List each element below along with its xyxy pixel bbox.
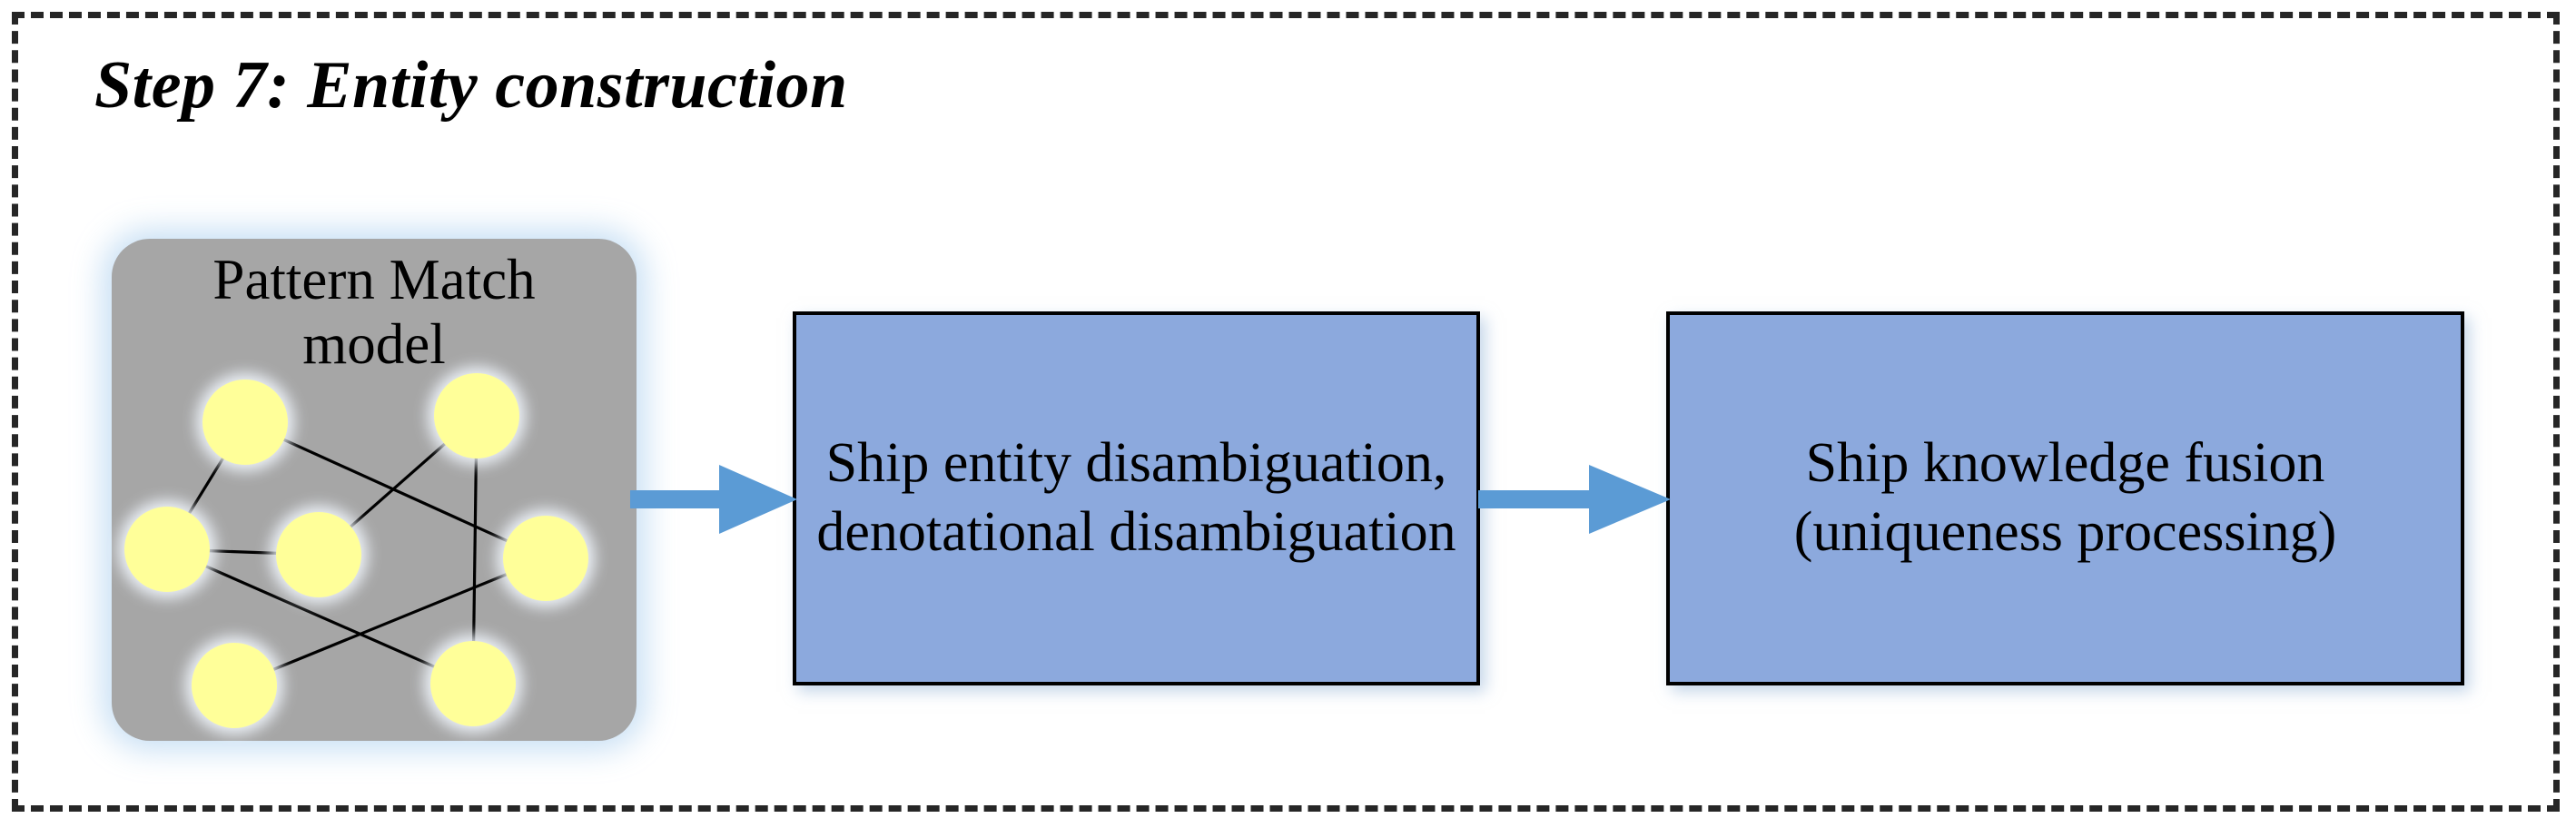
graph-node [124, 507, 210, 592]
graph-edge [207, 549, 279, 555]
process-box-2-text: Ship knowledge fusion (uniqueness proces… [1793, 432, 2337, 563]
graph-node [202, 380, 288, 465]
graph-node [276, 512, 361, 597]
network-graph [187, 438, 509, 672]
graph-edge-group [187, 438, 509, 672]
graph-edge [348, 441, 448, 529]
graph-node [434, 373, 519, 458]
process-box-1-text: Ship entity disambiguation, denotational… [816, 432, 1456, 563]
dashed-outer-frame [12, 12, 2560, 812]
pattern-match-model-panel: Pattern Match model [112, 239, 637, 741]
process-box-ship-knowledge-fusion[interactable]: Ship knowledge fusion (uniqueness proces… [1666, 311, 2464, 685]
graph-edge [472, 456, 478, 644]
graph-edge [187, 456, 225, 516]
graph-edge [203, 564, 437, 669]
page-title: Step 7: Entity construction [94, 48, 848, 123]
graph-node [192, 643, 277, 728]
graph-edge [271, 572, 508, 672]
graph-node [430, 641, 516, 726]
process-box-ship-entity-disambiguation[interactable]: Ship entity disambiguation, denotational… [793, 311, 1480, 685]
arrow-pattern-to-entity-icon [630, 465, 797, 534]
graph-node [503, 516, 588, 601]
graph-edge [281, 438, 509, 543]
arrow-entity-to-fusion-icon [1478, 465, 1671, 534]
